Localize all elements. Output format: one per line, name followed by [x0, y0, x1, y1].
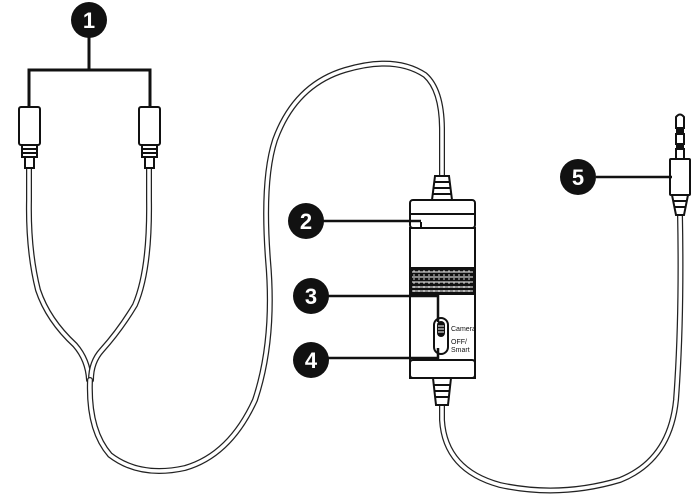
- box-bottom-cap: [410, 360, 475, 378]
- mode-switch[interactable]: [434, 318, 448, 354]
- svg-text:5: 5: [572, 165, 584, 190]
- switch-label-off: OFF/: [451, 339, 467, 346]
- switch-label-camera: Camera: [451, 326, 476, 333]
- switch-label-smart: Smart: [451, 347, 470, 354]
- right-branch-cable: [91, 168, 149, 380]
- box-body: [410, 228, 475, 378]
- leader-lines: [320, 177, 672, 358]
- callout-2: 2: [288, 203, 324, 239]
- callout-1-bracket: [29, 30, 150, 106]
- callout-1: 1: [71, 2, 107, 38]
- bottom-strain-relief: [433, 378, 451, 405]
- mic-right: [139, 107, 160, 168]
- callout-5: 5: [560, 159, 596, 195]
- control-box: [410, 176, 475, 405]
- svg-text:2: 2: [300, 209, 312, 234]
- callout-4: 4: [293, 342, 329, 378]
- cables: [29, 64, 681, 491]
- output-cable: [442, 215, 681, 490]
- callout-3: 3: [293, 278, 329, 314]
- svg-text:4: 4: [305, 348, 318, 373]
- trrs-plug: [670, 115, 690, 216]
- svg-text:3: 3: [305, 284, 317, 309]
- left-branch-cable: [29, 168, 89, 380]
- mic-left: [19, 107, 40, 168]
- top-strain-relief: [432, 176, 452, 200]
- svg-text:1: 1: [83, 8, 95, 33]
